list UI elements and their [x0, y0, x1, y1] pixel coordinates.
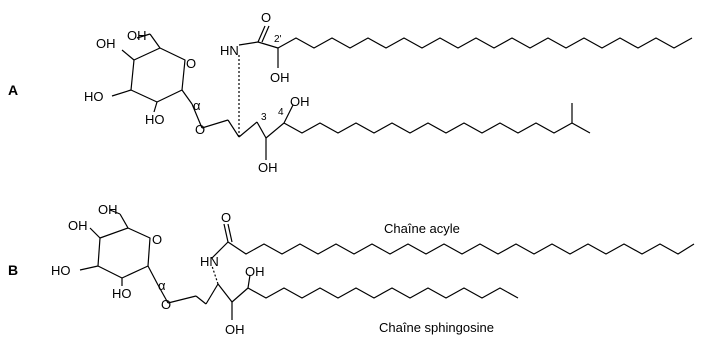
- ring-oxygen-label: O: [152, 232, 162, 247]
- sphingosine-chain-b: [247, 287, 519, 299]
- backbone-a: [227, 55, 294, 160]
- position-4-label: 4: [278, 107, 284, 118]
- oh-label: OH: [290, 94, 310, 109]
- glycosidic-oxygen-label: O: [161, 297, 171, 312]
- ring-oxygen-label: O: [186, 56, 196, 71]
- amide-nitrogen-label: HN: [220, 43, 239, 58]
- ho-label: HO: [84, 89, 104, 104]
- amide-nitrogen-label: HN: [200, 254, 219, 269]
- glycosidic-oxygen-label: O: [195, 122, 205, 137]
- acyl-chain-b: [227, 241, 695, 255]
- oh-label: OH: [245, 264, 265, 279]
- ho-label: HO: [112, 286, 132, 301]
- alpha-label: α: [158, 278, 166, 293]
- position-2prime-label: 2': [274, 34, 282, 45]
- oh-label: OH: [68, 218, 88, 233]
- galactose-ring-a: [111, 33, 229, 129]
- oh-label: OH: [270, 70, 290, 85]
- oh-label: OH: [96, 36, 116, 51]
- structure-b: OH OH O HO HO α O OH OH HN O: [51, 202, 695, 337]
- ho-label: HO: [145, 112, 165, 127]
- oh-label: OH: [127, 28, 147, 43]
- sphingosine-chain-a: [283, 122, 573, 134]
- acyl-chain-a: [277, 37, 693, 49]
- panel-a-label: A: [8, 82, 18, 98]
- alpha-label: α: [193, 98, 201, 113]
- amide-a: [238, 25, 279, 68]
- ho-label: HO: [51, 263, 71, 278]
- isopropyl-branch-a: [571, 122, 591, 134]
- amide-b: [211, 223, 233, 259]
- oh-label: OH: [225, 322, 245, 335]
- carbonyl-oxygen-label: O: [261, 10, 271, 25]
- carbonyl-oxygen-label: O: [221, 210, 231, 225]
- oh-label: OH: [98, 202, 118, 217]
- sphingosine-chain-caption: Chaîne sphingosine: [379, 320, 494, 335]
- backbone-b: [195, 265, 251, 320]
- structure-a: OH OH O HO HO α O 3 4 OH OH HN O: [84, 10, 693, 175]
- panel-b-label: B: [8, 262, 18, 278]
- acyl-chain-caption: Chaîne acyle: [384, 221, 460, 236]
- position-3-label: 3: [261, 112, 267, 123]
- oh-label: OH: [258, 160, 278, 175]
- galactose-ring-b: [79, 209, 197, 304]
